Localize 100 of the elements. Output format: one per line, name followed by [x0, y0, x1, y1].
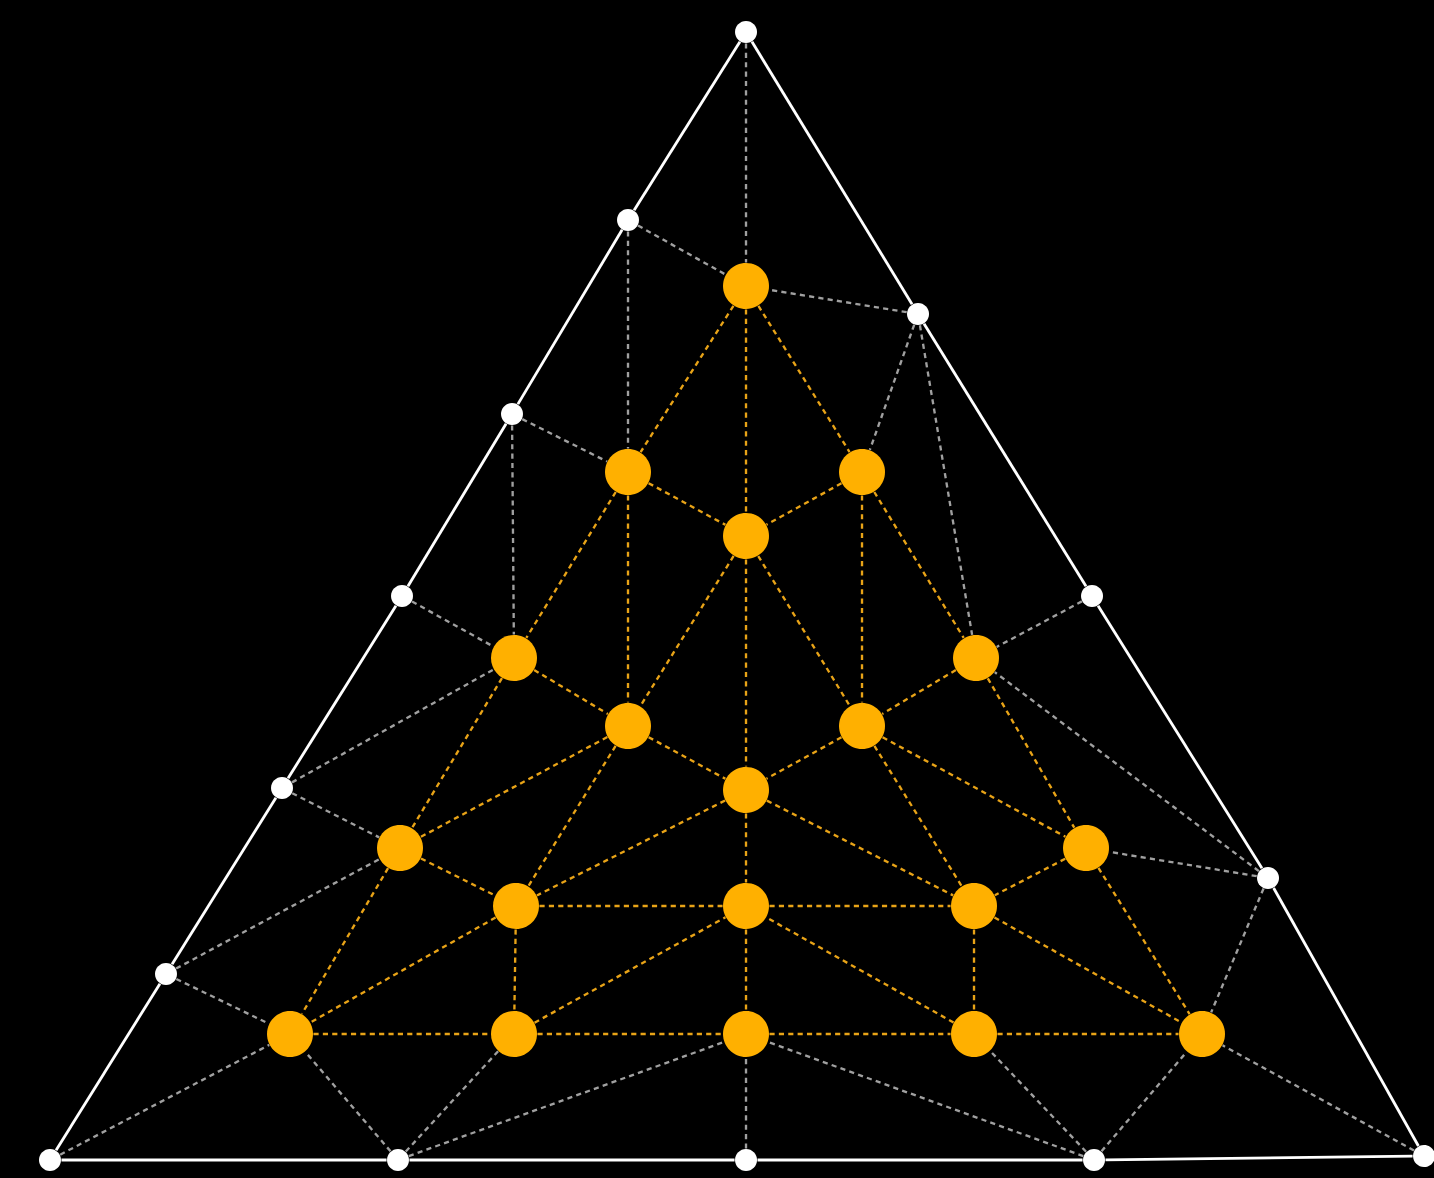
dashed-line	[510, 425, 515, 635]
dashed-line	[989, 1050, 1087, 1153]
dashed-line	[648, 482, 726, 526]
dashed-line	[860, 495, 864, 703]
dashed-line	[744, 559, 748, 767]
node-circle	[839, 449, 885, 495]
triangle-side	[286, 604, 398, 779]
node-circle	[951, 883, 997, 929]
node-circle	[491, 1011, 537, 1057]
triangle-side	[632, 40, 742, 211]
dashed-line	[300, 867, 390, 1015]
boundary-dot	[39, 1149, 61, 1171]
node-circle	[723, 513, 769, 559]
dashed-line	[521, 418, 608, 463]
dashed-line	[411, 600, 495, 648]
node-circle	[1179, 1011, 1225, 1057]
boundary-dot	[155, 963, 177, 985]
dashed-line	[404, 1050, 499, 1153]
dashed-line	[1222, 1044, 1415, 1152]
triangle-side	[61, 1158, 387, 1162]
triangle-side	[1105, 1154, 1413, 1162]
node-circle	[1063, 825, 1109, 871]
dashed-line	[1108, 850, 1257, 878]
dashed-line	[420, 857, 496, 897]
dashed-line	[766, 736, 843, 780]
triangle-side	[54, 983, 162, 1151]
dashed-line	[757, 555, 851, 707]
triangle-side	[406, 423, 508, 587]
dashed-line	[744, 929, 748, 1011]
triangle-side	[1096, 604, 1264, 869]
boundary-dot	[617, 209, 639, 231]
dashed-line	[744, 43, 748, 263]
dashed-line	[626, 495, 630, 703]
boundary-dot	[271, 777, 293, 799]
dashed-line	[744, 813, 748, 883]
dashed-line	[868, 324, 916, 451]
triangle-side	[516, 229, 624, 405]
dashed-line	[873, 491, 965, 639]
node-circle	[605, 703, 651, 749]
node-circle	[839, 703, 885, 749]
dashed-line	[313, 1032, 491, 1036]
dashed-line	[525, 491, 617, 639]
dashed-line	[994, 671, 1260, 873]
dashed-line	[639, 555, 735, 707]
dashed-line	[304, 1051, 392, 1153]
dashed-line	[757, 305, 851, 453]
dashed-line	[767, 1040, 1084, 1158]
boundary-dot	[387, 1149, 409, 1171]
dashed-line	[408, 1040, 725, 1158]
dashed-line	[744, 1057, 748, 1149]
dashed-line	[291, 792, 380, 839]
dashed-line	[637, 224, 727, 276]
dashed-line	[986, 677, 1076, 829]
triangle-side	[922, 323, 1088, 587]
dashed-line	[993, 916, 1183, 1024]
triangle-side	[757, 1158, 1083, 1162]
dashed-line	[534, 916, 727, 1024]
dashed-line	[882, 736, 1066, 838]
node-circle	[723, 263, 769, 309]
node-circle	[723, 883, 769, 929]
triangle-side	[409, 1158, 735, 1162]
node-circle	[605, 449, 651, 495]
node-circle	[723, 767, 769, 813]
triangle-side	[170, 796, 278, 965]
boundary-dot	[1083, 1149, 1105, 1171]
dashed-line	[873, 745, 963, 887]
dashed-line	[765, 916, 955, 1024]
dashed-line	[972, 929, 976, 1011]
dashed-line	[769, 288, 907, 314]
boundary-dot	[1257, 867, 1279, 889]
dashed-line	[1210, 888, 1265, 1013]
dashed-line	[744, 309, 748, 513]
boundary-dot	[501, 403, 523, 425]
dashed-line	[537, 1032, 723, 1036]
dashed-line	[175, 977, 270, 1025]
boundary-dot	[907, 303, 929, 325]
dashed-line	[994, 857, 1066, 897]
dashed-line	[536, 799, 726, 897]
dashed-line	[539, 904, 723, 908]
node-circle	[493, 883, 539, 929]
dashed-line	[766, 799, 954, 897]
dashed-line	[769, 1032, 951, 1036]
dashed-line	[639, 305, 735, 453]
node-circle	[953, 635, 999, 681]
boundary-dot	[735, 1149, 757, 1171]
dashed-line	[533, 669, 609, 715]
dashed-line	[997, 1032, 1179, 1036]
node-circle	[267, 1011, 313, 1057]
dashed-line	[648, 736, 726, 780]
dashed-line	[513, 929, 517, 1011]
node-circle	[951, 1011, 997, 1057]
dashed-line	[175, 858, 380, 970]
dashed-line	[996, 600, 1083, 648]
node-circle	[377, 825, 423, 871]
dashed-line	[59, 1043, 270, 1156]
dashed-line	[420, 736, 608, 838]
triangle-side	[750, 41, 914, 305]
node-circle	[491, 635, 537, 681]
dashed-line	[291, 668, 495, 784]
dashed-line	[1100, 1051, 1188, 1153]
